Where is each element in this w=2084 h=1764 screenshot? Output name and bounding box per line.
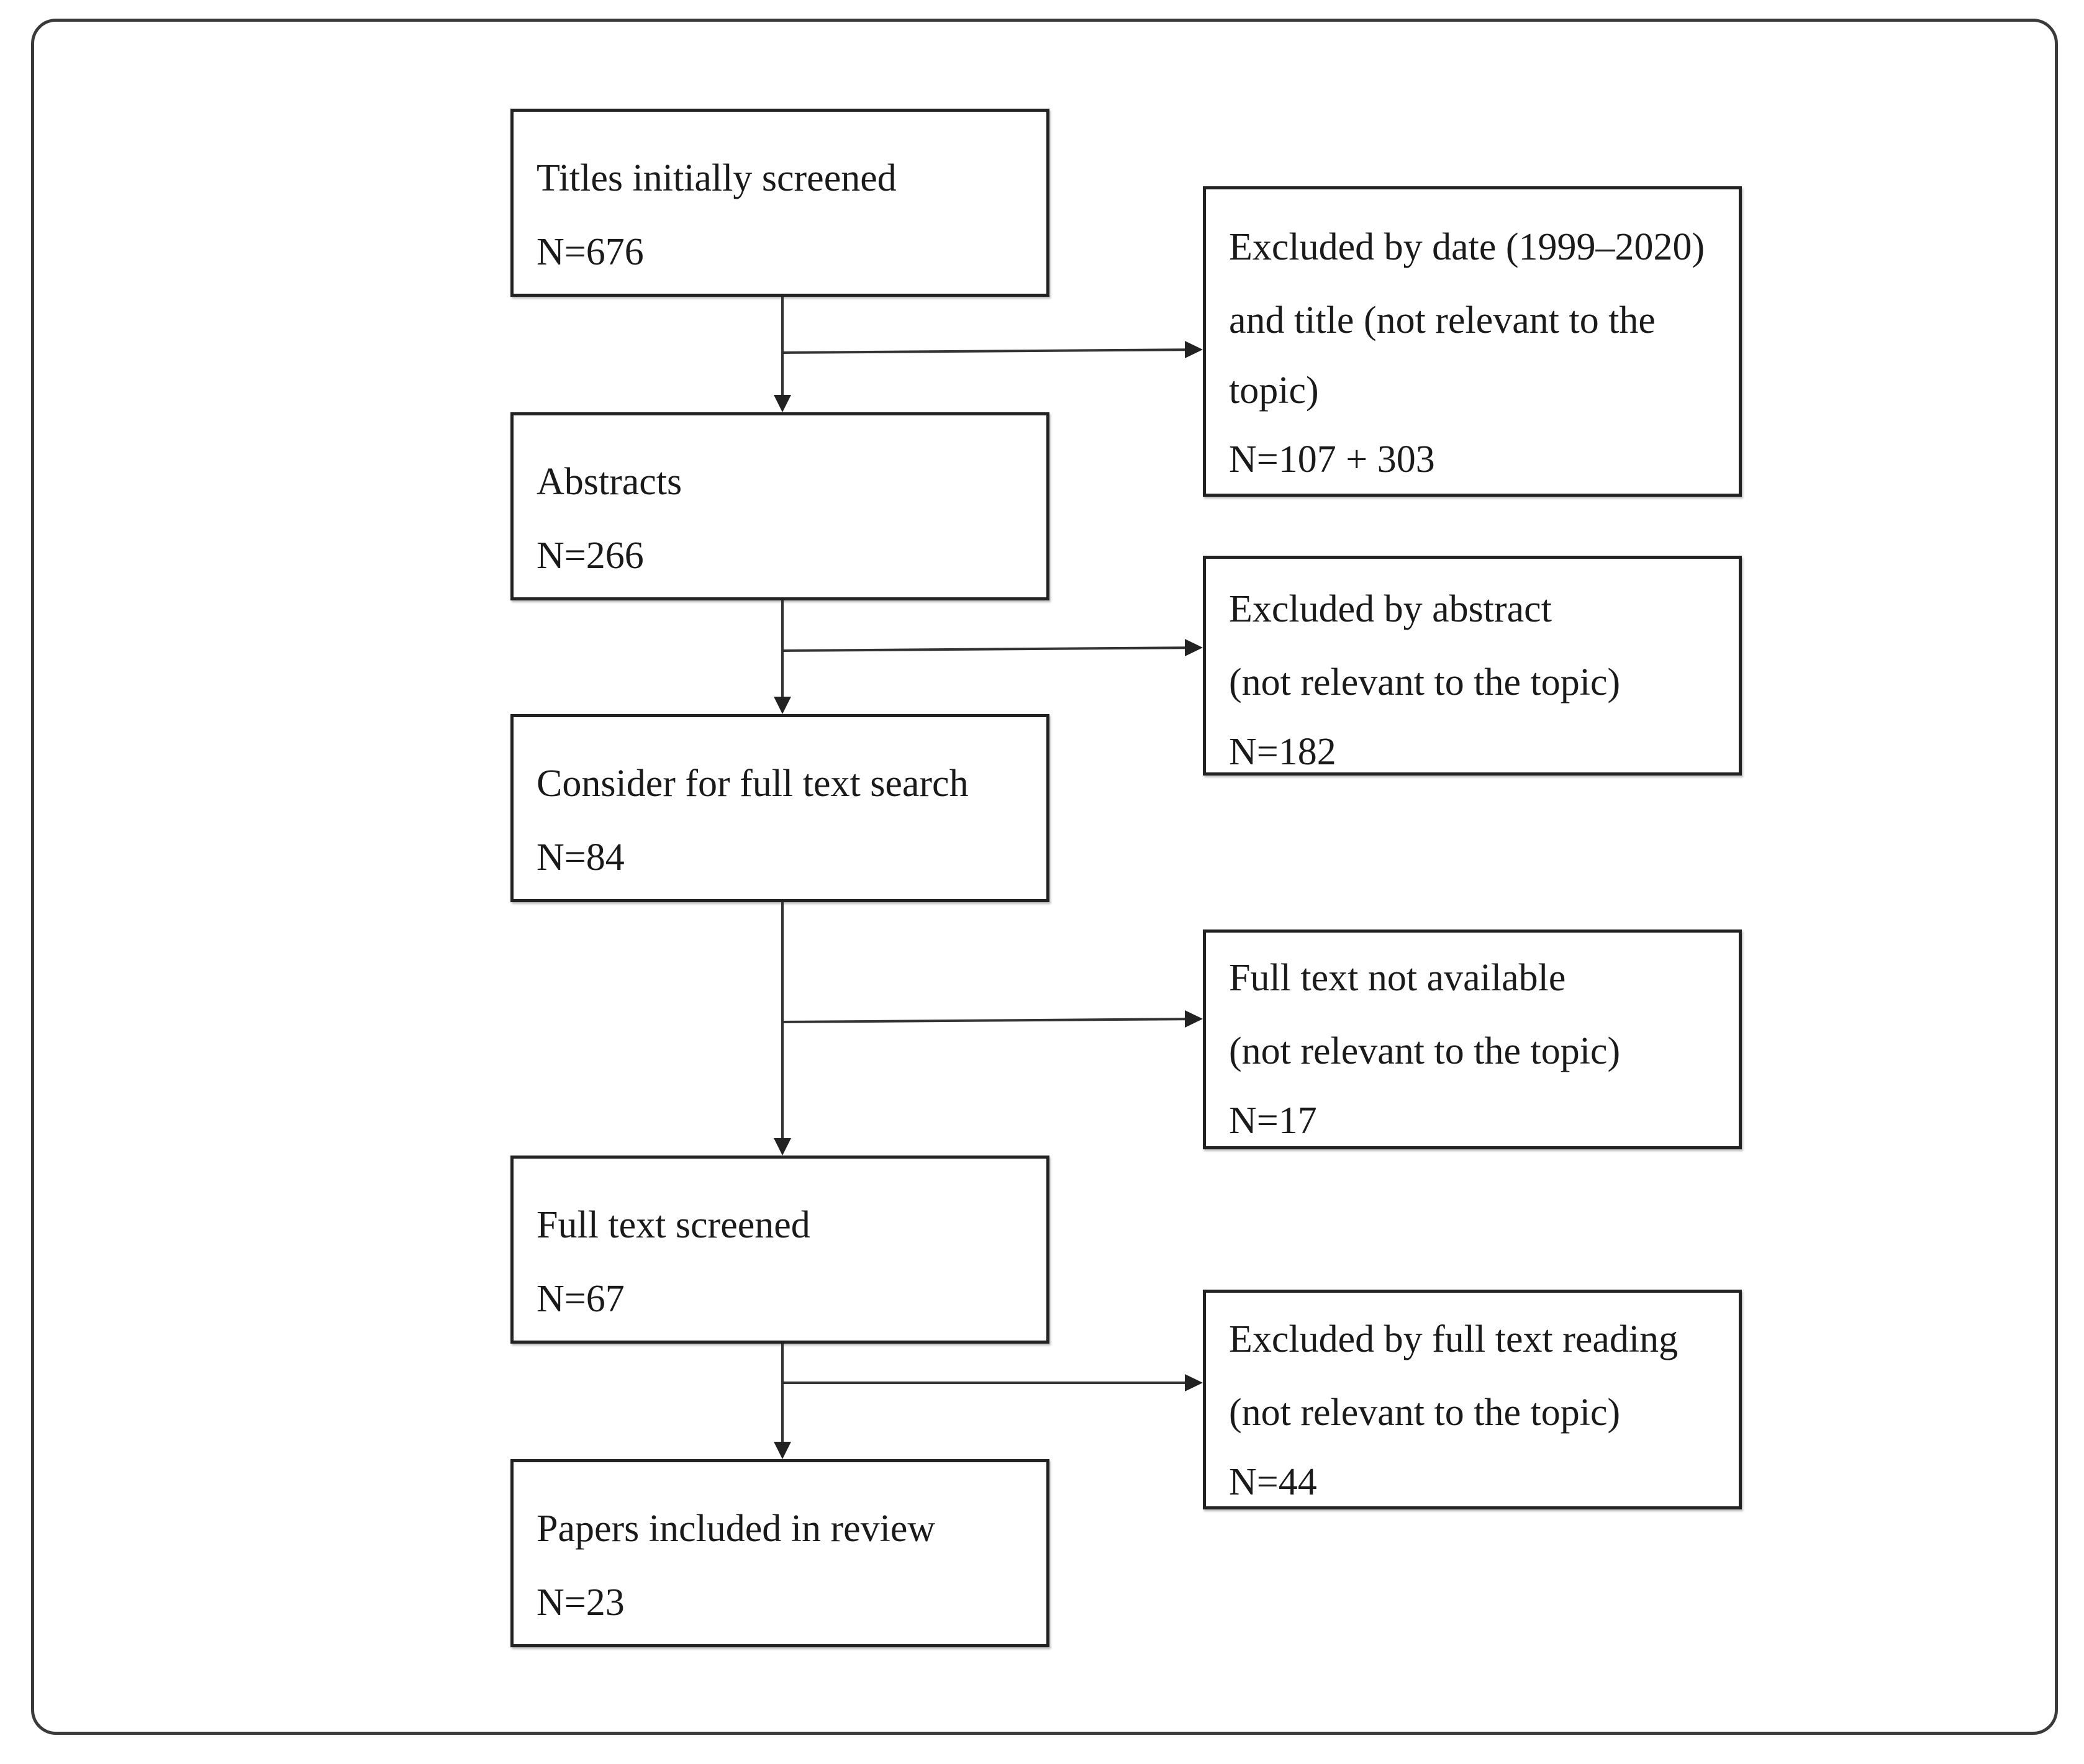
exclusion-line: and title (not relevant to the <box>1229 299 1656 341</box>
exclusion-box-full-text-reading: Excluded by full text reading (not relev… <box>1203 1290 1742 1509</box>
exclusion-count: N=44 <box>1229 1461 1317 1503</box>
exclusion-line: Full text not available <box>1229 957 1566 999</box>
step-box-full-text-screened: Full text screened N=67 <box>510 1156 1049 1344</box>
side-arrowhead-3 <box>1185 1010 1203 1028</box>
down-arrowhead-3 <box>774 1138 791 1156</box>
step-box-full-text-search: Consider for full text search N=84 <box>510 714 1049 902</box>
exclusion-line: (not relevant to the topic) <box>1229 661 1621 703</box>
step-label: Consider for full text search <box>537 762 969 805</box>
step-count: N=676 <box>537 231 644 273</box>
side-arrowhead-2 <box>1185 639 1203 656</box>
exclusion-line: topic) <box>1229 369 1319 412</box>
step-label: Abstracts <box>537 461 682 503</box>
exclusion-line: Excluded by full text reading <box>1229 1318 1679 1360</box>
exclusion-line: (not relevant to the topic) <box>1229 1391 1621 1434</box>
step-count: N=84 <box>537 836 625 879</box>
diagram-frame <box>31 19 2058 1735</box>
side-arrow-1 <box>782 348 1201 354</box>
step-box-abstracts: Abstracts N=266 <box>510 412 1049 600</box>
step-count: N=23 <box>537 1581 625 1624</box>
exclusion-count: N=182 <box>1229 731 1336 773</box>
step-count: N=67 <box>537 1278 625 1320</box>
step-box-papers-included: Papers included in review N=23 <box>510 1459 1049 1647</box>
exclusion-line: (not relevant to the topic) <box>1229 1030 1621 1072</box>
exclusion-line: Excluded by date (1999–2020) <box>1229 226 1705 268</box>
side-arrowhead-4 <box>1185 1374 1203 1391</box>
exclusion-count: N=107 + 303 <box>1229 438 1435 481</box>
step-label: Papers included in review <box>537 1508 936 1550</box>
exclusion-count: N=17 <box>1229 1100 1317 1142</box>
exclusion-box-date-title: Excluded by date (1999–2020) and title (… <box>1203 186 1742 497</box>
step-label: Titles initially screened <box>537 157 897 199</box>
side-arrow-2 <box>782 646 1201 652</box>
down-arrowhead-4 <box>774 1442 791 1459</box>
step-count: N=266 <box>537 535 644 577</box>
side-arrow-3 <box>782 1018 1201 1023</box>
step-box-titles-screened: Titles initially screened N=676 <box>510 109 1049 297</box>
side-arrowhead-1 <box>1185 341 1203 358</box>
exclusion-line: Excluded by abstract <box>1229 588 1552 630</box>
exclusion-box-full-text-unavailable: Full text not available (not relevant to… <box>1203 929 1742 1149</box>
exclusion-box-abstract: Excluded by abstract (not relevant to th… <box>1203 556 1742 776</box>
down-arrowhead-2 <box>774 697 791 714</box>
down-arrowhead-1 <box>774 395 791 412</box>
step-label: Full text screened <box>537 1204 810 1246</box>
